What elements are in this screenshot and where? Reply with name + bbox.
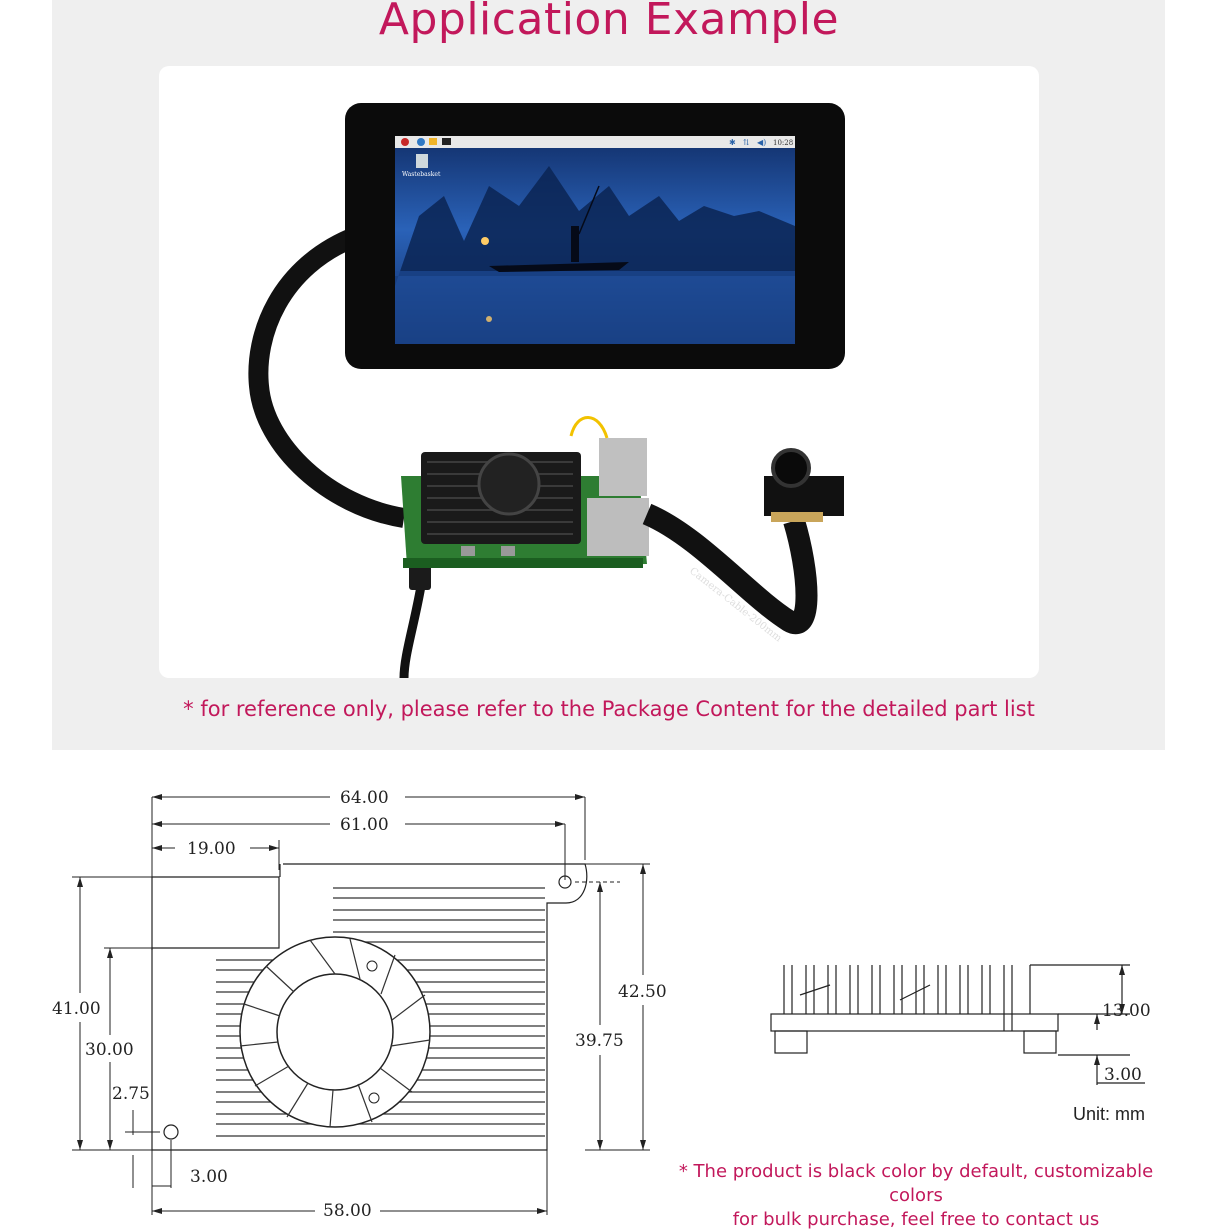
product-illustration: ✱ ⇅ ◀) 10:28 Wastebasket [248,103,845,679]
fan-screw-top [366,960,378,972]
dimension-drawing: 64.00 61.00 19.00 41.00 30.00 2.75 42.50… [52,788,1151,1218]
bluetooth-icon: ✱ [729,138,736,147]
mount-hole-bottom [163,1124,179,1140]
fishing-boat [489,262,629,272]
ethernet-port [587,498,649,556]
dim-19: 19.00 [187,839,236,859]
camera-connector [771,512,823,522]
lantern-reflection [486,316,492,322]
fishing-pole [578,185,600,235]
clock-text: 10:28 [773,139,793,147]
lantern-glow [481,237,489,245]
wastebasket-label: Wastebasket [402,171,441,178]
cooling-fan [477,452,541,516]
camera-ribbon-cable [642,503,818,635]
lake-surface [395,271,795,344]
dim-41: 41.00 [52,999,101,1019]
fisherman-figure [571,226,579,262]
micro-hdmi-port-2 [501,546,515,556]
fan-screw-bottom [368,1092,380,1104]
usb-c-power-cable [399,585,426,679]
dim-42-5: 42.50 [618,982,667,1002]
dim-39-75: 39.75 [575,1031,624,1051]
dim-61: 61.00 [340,815,389,835]
heatsink-upper-outline [151,864,281,950]
volume-icon: ◀) [757,138,766,147]
dim-30: 30.00 [85,1040,134,1060]
micro-hdmi-port-1 [461,546,475,556]
board-edge [403,558,643,568]
side-view [770,964,1145,1085]
color-note-line1: * The product is black color by default,… [678,1161,1154,1206]
folder-icon [429,138,437,145]
usb-ports [599,438,647,496]
desktop-taskbar [395,136,795,148]
network-icon: ⇅ [743,138,750,147]
dim-13: 13.00 [1102,1001,1151,1021]
dim-64: 64.00 [340,788,389,808]
dimension-arrows [77,794,646,1214]
dim-2-75: 2.75 [112,1084,150,1104]
page-title: Application Example [378,0,840,45]
wastebasket-icon [416,154,428,168]
dim-58: 58.00 [323,1201,372,1218]
terminal-icon [442,138,451,145]
camera-lens [771,448,811,488]
color-note-line2: for bulk purchase, feel free to contact … [732,1209,1100,1230]
display-ribbon-cable [248,226,406,528]
dim-3-side: 3.00 [1104,1065,1142,1085]
unit-label: Unit: mm [1073,1104,1145,1124]
dim-3-left: 3.00 [190,1167,228,1187]
reference-note: * for reference only, please refer to th… [183,697,1035,721]
raspberry-menu-icon [401,138,409,146]
fan-wires [569,416,609,439]
fan-blades [239,938,431,1128]
color-note: * The product is black color by default,… [660,1160,1172,1232]
fan-hub [276,973,394,1091]
mountain-silhouettes [395,166,795,286]
product-photo-card: ✱ ⇅ ◀) 10:28 Wastebasket [159,66,1039,679]
browser-icon [417,138,425,146]
